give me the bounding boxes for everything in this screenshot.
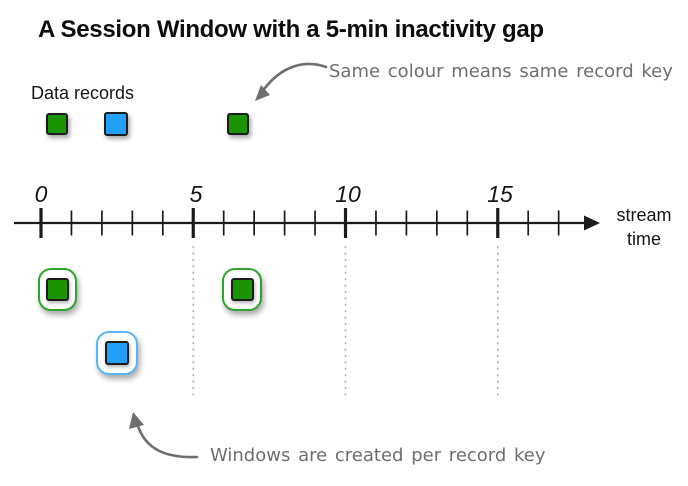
- stream-time-line2: time: [626, 229, 661, 250]
- session-window-blue-2: [96, 331, 138, 375]
- window-record-square-green: [46, 278, 69, 301]
- record-square-blue-2: [104, 112, 128, 136]
- axis-arrowhead-icon: [584, 215, 600, 231]
- stream-time-label: stream time: [604, 203, 684, 252]
- axis-tick-marks: [39, 208, 560, 238]
- window-record-square-blue: [105, 341, 129, 365]
- window-record-square-green: [230, 278, 254, 301]
- legend-label: Data records: [31, 83, 135, 103]
- session-window-green-3: [222, 268, 262, 311]
- tick-label-15: 15: [487, 181, 513, 207]
- stream-time-line1: stream: [616, 205, 672, 225]
- record-square-green-3: [227, 113, 249, 135]
- tick-label-5: 5: [189, 181, 203, 207]
- arrow-to-blue-window-icon: [129, 412, 199, 459]
- session-window-green-1: [38, 268, 77, 311]
- annotation-same-colour: Same colour means same record key: [329, 61, 673, 82]
- annotation-windows-per-key: Windows are created per record key: [210, 445, 546, 466]
- tick-label-10: 10: [335, 181, 361, 207]
- arrow-to-green-record-icon: [255, 62, 328, 101]
- tick-label-0: 0: [34, 181, 48, 207]
- page-title: A Session Window with a 5-min inactivity…: [38, 16, 544, 43]
- record-square-green-1: [46, 113, 68, 135]
